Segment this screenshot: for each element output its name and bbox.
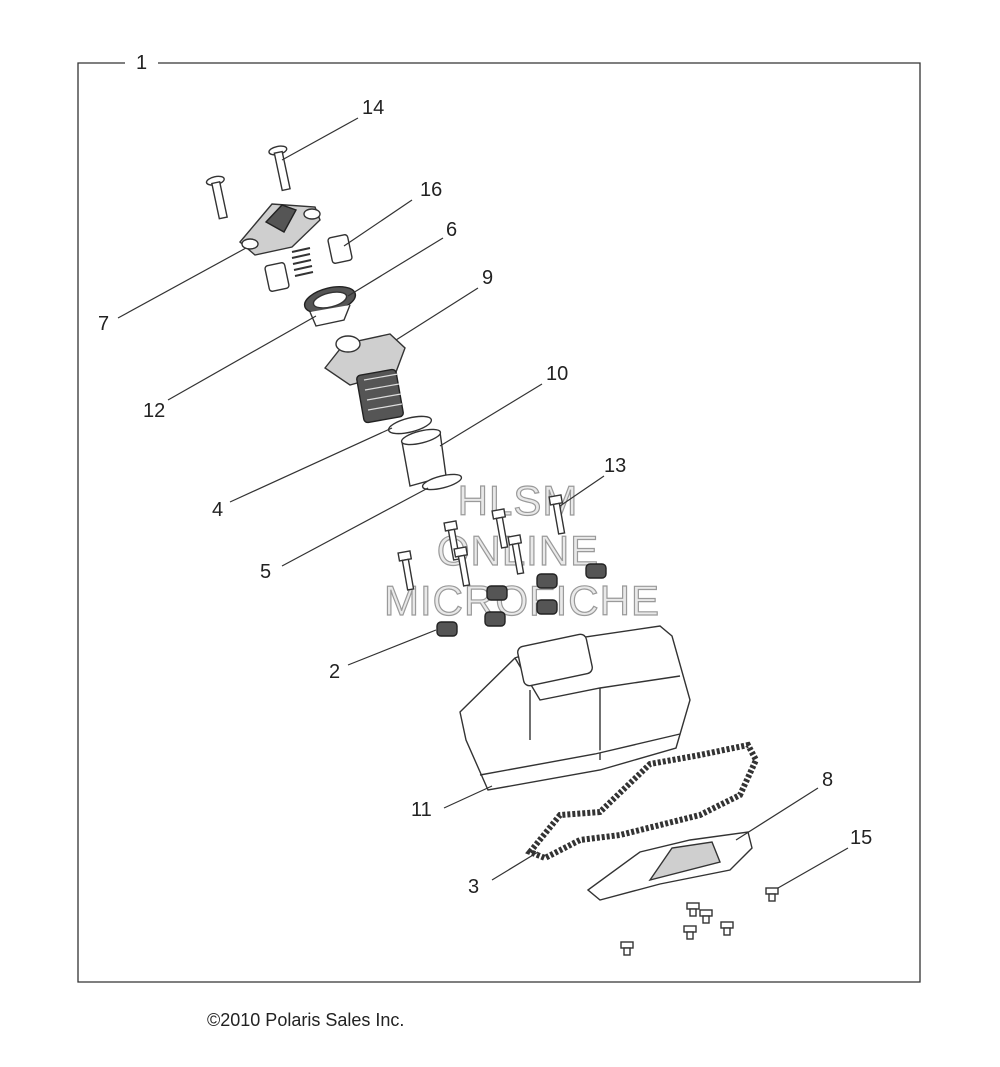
part-15-screws	[620, 887, 779, 956]
leader-2	[347, 629, 437, 666]
leader-7	[117, 247, 247, 319]
leader-12	[167, 315, 317, 401]
callout-13: 13	[604, 455, 626, 477]
watermark-line-3: MICROFICHE	[384, 577, 660, 624]
leader-13	[559, 475, 605, 507]
part-2-grommets	[436, 563, 607, 637]
leader-14	[281, 117, 359, 161]
watermark-line-1: HLSM	[458, 477, 579, 524]
callout-6: 6	[446, 219, 457, 241]
part-16-bushings	[264, 234, 353, 292]
callout-9: 9	[482, 267, 493, 289]
part-13-bolts	[397, 494, 566, 591]
leader-4	[229, 427, 393, 503]
callout-11: 11	[411, 799, 432, 821]
part-8-plate	[586, 831, 753, 901]
callout-5: 5	[260, 561, 271, 583]
leader-16	[343, 199, 413, 247]
copyright-notice: ©2010 Polaris Sales Inc.	[207, 1010, 405, 1030]
leader-9	[395, 287, 479, 341]
callout-15: 15	[850, 827, 872, 849]
callout-14: 14	[362, 97, 384, 119]
spring	[291, 247, 314, 277]
part-14-screws	[205, 145, 291, 220]
callout-labels: 1 14 16 6 9 7 10 12 13 4 5 2 8 11 15 3	[98, 52, 872, 898]
leader-3	[491, 851, 539, 881]
callout-1: 1	[136, 52, 147, 74]
part-11-valve-cover	[459, 625, 691, 791]
callout-10: 10	[546, 363, 568, 385]
callout-16: 16	[420, 179, 442, 201]
leader-lines	[117, 117, 849, 889]
leader-10	[439, 383, 543, 447]
leader-8	[735, 787, 819, 841]
watermark: HLSM ONLINE MICROFICHE	[383, 476, 660, 624]
part-5-oring	[421, 473, 463, 491]
assembly-frame	[77, 62, 921, 983]
callout-3: 3	[468, 876, 479, 898]
part-4-oring	[387, 415, 433, 435]
part-3-gasket	[525, 741, 760, 862]
callout-7: 7	[98, 313, 109, 335]
leader-11	[443, 785, 493, 809]
part-6-seal-ring	[303, 286, 357, 327]
callout-12: 12	[143, 400, 165, 422]
part-7-bracket	[239, 203, 321, 256]
leader-15	[777, 847, 849, 889]
callout-4: 4	[212, 499, 223, 521]
part-9-housing	[323, 333, 406, 424]
leader-5	[281, 487, 429, 567]
callout-2: 2	[329, 661, 340, 683]
callout-8: 8	[822, 769, 833, 791]
leader-6	[347, 237, 444, 297]
